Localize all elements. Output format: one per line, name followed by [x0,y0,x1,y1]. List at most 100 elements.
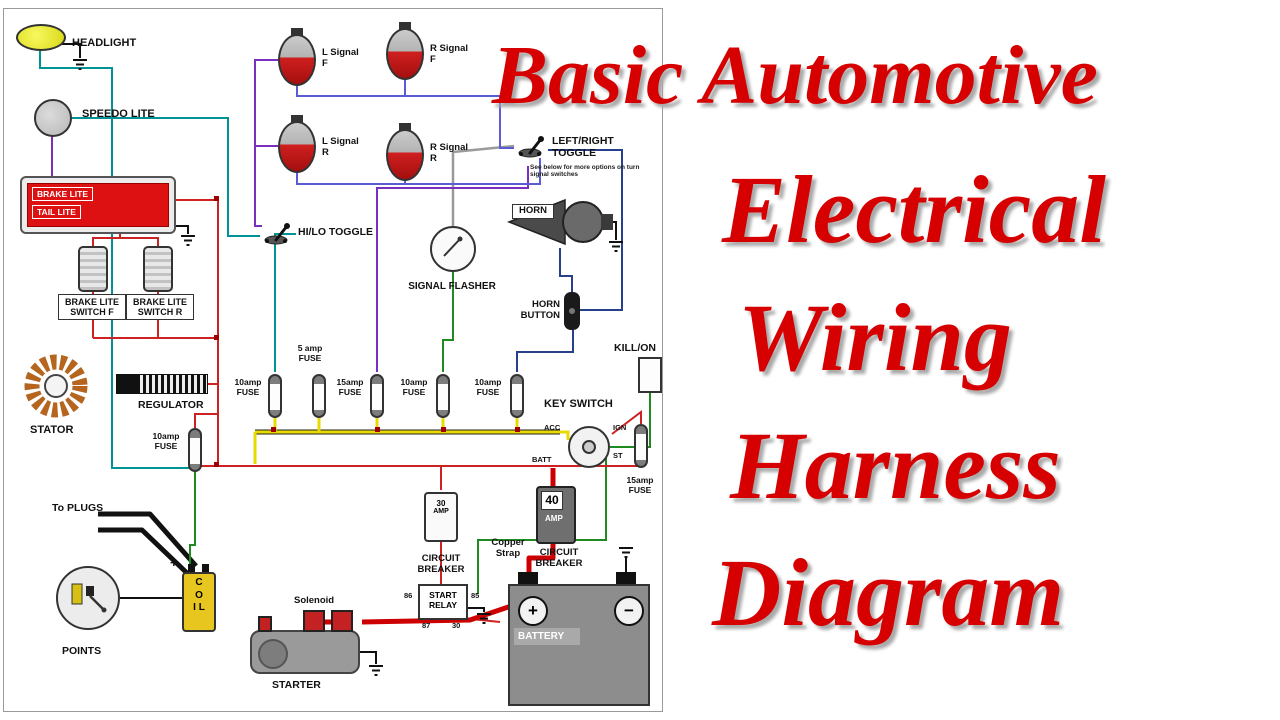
brake-switch-r-body [143,246,173,292]
fuse-label: 10amp FUSE [400,377,428,397]
fuse-5amp [312,374,326,418]
flasher-dot [457,236,463,242]
wire-segment [468,607,485,612]
ground-icon [73,59,87,70]
horn-bracket [601,214,613,230]
ground-icon [609,241,623,252]
fuse-15amp-2 [634,424,648,468]
wire-bus-yellow [560,430,570,440]
fuse-10amp-3 [510,374,524,418]
wire-violet [405,158,541,185]
ground-lines [73,59,87,70]
key-terminal-acc: ACC [544,423,561,432]
stator-icon [24,354,88,418]
wire-teal [39,50,196,469]
start-relay-body: START RELAY [418,584,468,620]
signal-lamp-lr [278,121,316,173]
points-contact [86,586,94,596]
ground-icon [619,547,633,558]
coil-plus-label: + [170,555,178,570]
brake-tail-red-body: BRAKE LITE TAIL LITE [27,183,169,227]
wire-flasher [451,144,515,226]
key-terminal-ign: IGN [613,423,627,432]
breaker-30-value: 30 [436,499,446,508]
wire-segment [360,651,377,664]
wire-green [442,272,454,372]
junction [214,196,219,201]
left-right-toggle-label: LEFT/RIGHT TOGGLE [552,135,614,159]
brake-lite-label: BRAKE LITE [32,187,93,201]
solenoid-label: Solenoid [294,595,335,606]
battery-body: + − BATTERY [508,584,650,706]
junction [441,427,446,432]
junction [271,427,276,432]
brake-switch-r-label: BRAKE LITE SWITCH R [126,294,194,321]
circuit-breaker-30-label: CIRCUIT BREAKER [417,553,465,575]
wire-segment [62,43,81,58]
title-line-2: Electrical [722,156,1106,263]
relay-terminal-30: 30 [452,621,461,630]
fuse-10amp-2 [436,374,450,418]
battery-label: BATTERY [514,628,580,645]
ground-icon [477,613,491,624]
speedo-lite-label: SPEEDO LITE [82,108,155,120]
title-line-3: Wiring [738,284,1012,391]
signal-flasher-label: SIGNAL FLASHER [408,281,496,292]
battery-plus-terminal: + [518,596,548,626]
signal-lamp-lf [278,34,316,86]
to-plugs-label: To PLUGS [52,502,104,514]
wire-green [610,393,651,448]
wire-navy [559,248,573,292]
fuse-15amp-1 [370,374,384,418]
fuse-label: 15amp FUSE [626,475,654,495]
fuse-label: 5 amp FUSE [297,343,323,363]
horn-bell [562,201,604,243]
junction [375,427,380,432]
fuse-label: 10amp FUSE [234,377,262,397]
regulator-label: REGULATOR [138,399,204,411]
key-switch-label: KEY SWITCH [544,398,613,410]
coil-label: C O I L [193,577,205,613]
ground-lines [181,235,195,246]
title-line-1: Basic Automotive [492,29,1098,122]
title-line-4: Harness [730,412,1061,519]
ground-lines [369,665,383,676]
circuit-breaker-40-label: CIRCUIT BREAKER [535,547,583,569]
wire-green [189,472,196,566]
fuse-label: 10amp FUSE [474,377,502,397]
ground-lines [609,241,623,252]
wire-red [611,409,642,435]
ground-icon [369,665,383,676]
key-switch-keyhole [582,440,596,454]
toggle-knob [538,136,544,142]
left-right-toggle-icon [518,136,544,158]
headlight-lamp [16,24,66,51]
key-terminal-batt: BATT [532,455,552,464]
starter-body [250,630,360,674]
horn-button-dot [569,308,575,314]
hi-lo-toggle-label: HI/LO TOGGLE [298,226,374,238]
ground-lines [619,547,633,558]
signal-flasher-icon [443,236,463,257]
toggle-terminal [519,152,523,156]
wire-red [194,413,218,428]
kill-switch-body [638,357,662,393]
circuit-breaker-30-body: 30 AMP [424,492,458,542]
left-right-toggle-note: See below for more options on turn signa… [530,164,640,179]
horn-button-label: HORN BUTTON [520,299,560,321]
wire-purple [254,59,278,227]
fuse-label: 10amp FUSE [152,431,180,451]
toggle-terminal [283,239,287,243]
wire-red [92,237,159,246]
wire-violet [296,173,406,185]
junction [515,427,520,432]
ground-lines [477,613,491,624]
ground-icon [181,235,195,246]
kill-switch-label: KILL/ON [614,342,656,354]
signal-flasher-body [430,226,476,272]
hi-lo-toggle-icon [264,223,290,245]
wire-plug-lead [98,511,198,568]
signal-rr-label: R Signal R [430,142,469,164]
diagram-frame [3,8,663,712]
